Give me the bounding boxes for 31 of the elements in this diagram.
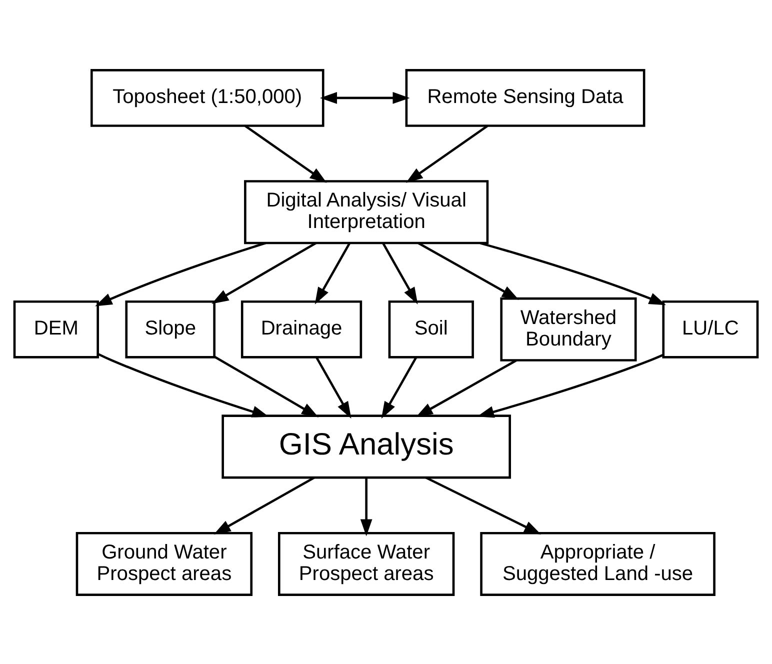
arrow <box>314 242 351 304</box>
arrow <box>214 355 319 417</box>
node-box: Surface Water Prospect areas <box>278 531 455 596</box>
arrow <box>382 242 418 304</box>
arrow <box>476 353 664 418</box>
arrow <box>480 242 666 305</box>
arrow <box>320 92 410 104</box>
node-box: Toposheet (1:50,000) <box>90 68 324 126</box>
arrow <box>418 242 519 300</box>
arrow <box>416 358 517 417</box>
node-box: Appropriate / Suggested Land -use <box>480 531 716 596</box>
arrow <box>406 124 488 182</box>
arrow <box>381 356 418 418</box>
node-box: Soil <box>388 300 474 358</box>
node-box: Drainage <box>240 300 362 358</box>
arrow <box>95 241 266 306</box>
node-box: Slope <box>125 300 216 358</box>
arrow <box>98 352 270 417</box>
arrow <box>212 242 316 304</box>
arrow <box>214 476 315 534</box>
node-box: LU/LC <box>662 300 759 358</box>
node-box: GIS Analysis <box>222 414 511 478</box>
arrow <box>360 477 372 536</box>
arrow <box>425 476 542 534</box>
node-box: Watershed Boundary <box>500 296 637 361</box>
node-box: Digital Analysis/ Visual Interpretation <box>244 180 489 244</box>
arrow <box>244 124 327 182</box>
node-box: Remote Sensing Data <box>405 68 646 126</box>
node-box: Ground Water Prospect areas <box>76 531 253 596</box>
node-box: DEM <box>13 300 99 358</box>
arrow <box>316 356 352 418</box>
